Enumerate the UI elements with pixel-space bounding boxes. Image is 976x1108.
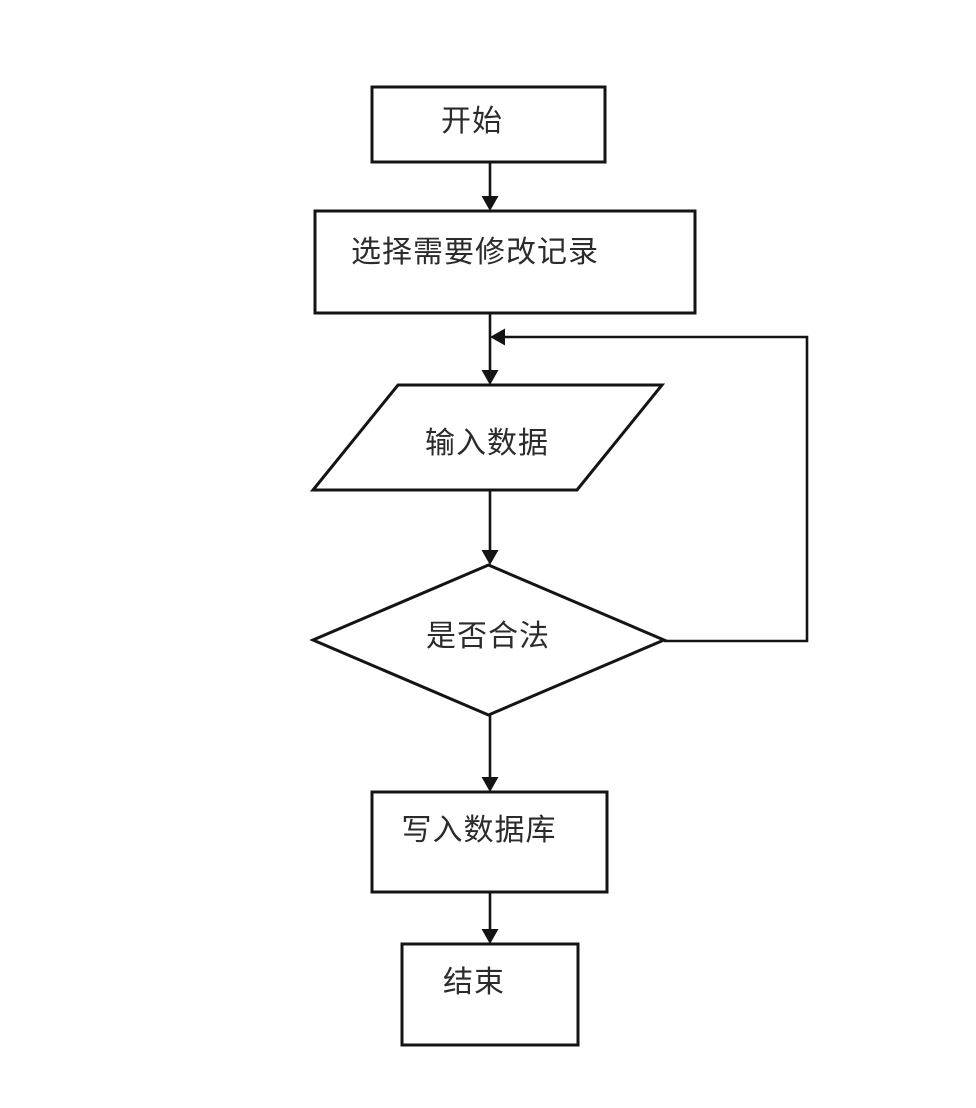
- edge-input-data-to-is-valid: [481, 490, 499, 565]
- arrow-head-icon: [481, 370, 499, 385]
- flow-node-end[interactable]: 结束: [400, 942, 580, 1047]
- process-box-shape[interactable]: [313, 209, 697, 315]
- node-label-end: 结束: [443, 966, 505, 999]
- node-label-write-database: 写入数据库: [402, 814, 557, 847]
- parallelogram-shape[interactable]: [309, 383, 666, 492]
- flow-node-is-valid[interactable]: 是否合法: [309, 563, 668, 717]
- decision-diamond-shape[interactable]: [309, 563, 668, 717]
- edge-select-record-to-input-data: [481, 313, 499, 385]
- edge-write-database-to-end: [481, 892, 499, 944]
- arrow-head-icon: [481, 777, 499, 792]
- edge-is-valid-to-input-data: [490, 328, 809, 643]
- arrow-head-icon: [490, 328, 505, 346]
- edge-start-to-select-record: [481, 162, 499, 211]
- flow-node-write-database[interactable]: 写入数据库: [370, 790, 609, 894]
- flow-node-select-record[interactable]: 选择需要修改记录: [313, 209, 697, 315]
- process-box-shape[interactable]: [370, 85, 607, 164]
- node-label-select-record: 选择需要修改记录: [351, 236, 599, 269]
- arrow-head-icon: [481, 929, 499, 944]
- edge-is-valid-to-write-database: [481, 715, 499, 792]
- flow-node-input-data[interactable]: 输入数据: [309, 383, 666, 492]
- flow-node-start[interactable]: 开始: [370, 85, 607, 164]
- process-box-shape[interactable]: [400, 942, 580, 1047]
- process-box-shape[interactable]: [370, 790, 609, 894]
- node-label-input-data: 输入数据: [425, 427, 549, 460]
- edges-layer: [481, 162, 809, 944]
- arrow-head-icon: [481, 196, 499, 211]
- node-label-start: 开始: [441, 105, 503, 138]
- node-label-is-valid: 是否合法: [426, 620, 550, 653]
- connector-path: [499, 335, 809, 643]
- arrow-head-icon: [481, 550, 499, 565]
